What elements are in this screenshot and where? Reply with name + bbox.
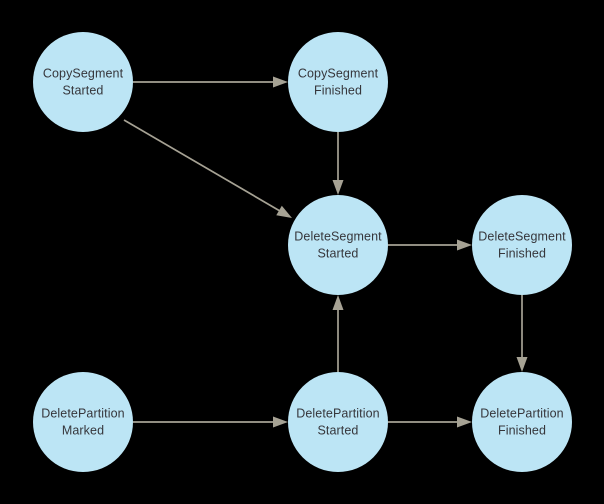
node-circle[interactable] (288, 32, 388, 132)
arrowhead-icon (457, 239, 472, 251)
edge-ds-finished-to-dp-finished (516, 295, 528, 372)
arrowhead-icon (516, 357, 528, 372)
edge-cs-finished-to-ds-started (332, 132, 344, 195)
arrowhead-icon (276, 205, 292, 218)
edge-dp-started-to-ds-started (332, 295, 344, 372)
arrowhead-icon (273, 76, 288, 88)
arrowhead-icon (332, 295, 344, 310)
node-circle[interactable] (288, 372, 388, 472)
node-circle[interactable] (33, 32, 133, 132)
edge-cs-started-to-ds-started (123, 119, 292, 218)
node-circle[interactable] (472, 372, 572, 472)
edge-line (123, 119, 283, 213)
arrowhead-icon (332, 180, 344, 195)
edges-layer (123, 76, 528, 428)
edge-dp-marked-to-dp-started (133, 416, 288, 428)
edge-cs-started-to-cs-finished (133, 76, 288, 88)
node-circle[interactable] (288, 195, 388, 295)
arrowhead-icon (457, 416, 472, 428)
node-circle[interactable] (33, 372, 133, 472)
arrowhead-icon (273, 416, 288, 428)
edge-dp-started-to-dp-finished (388, 416, 472, 428)
edge-ds-started-to-ds-finished (388, 239, 472, 251)
node-circle[interactable] (472, 195, 572, 295)
